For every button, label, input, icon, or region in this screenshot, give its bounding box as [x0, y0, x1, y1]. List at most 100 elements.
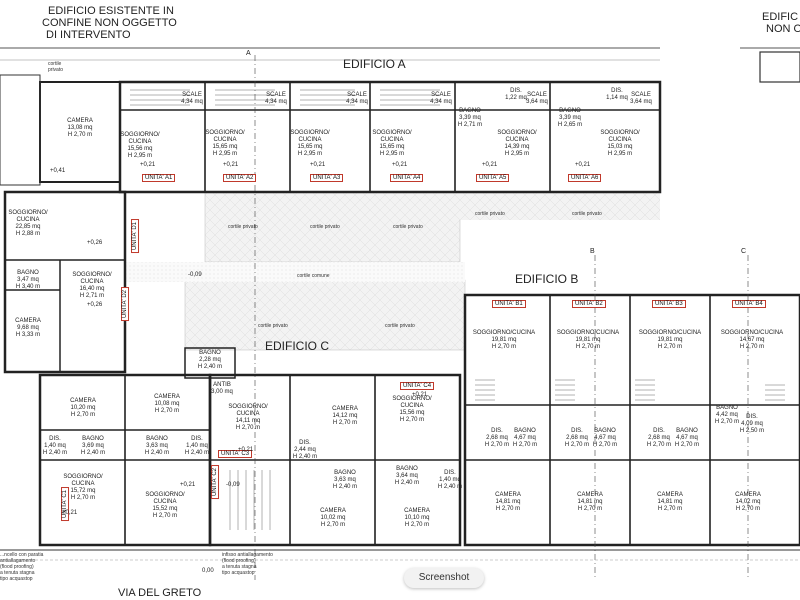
- building-c-label: EDIFICIO C: [265, 339, 330, 353]
- unit-tag-4: UNITA' A4: [390, 174, 424, 182]
- courtyard-private-6: cortile privato: [258, 323, 288, 329]
- right-building-label-1: EDIFIC: [762, 11, 799, 23]
- level-mark-1: +0,41: [50, 168, 66, 174]
- level-mark-8: +0,26: [87, 240, 103, 246]
- unit-tag-15: UNITA' D1: [131, 218, 140, 254]
- level-mark-13: +0,21: [180, 482, 196, 488]
- unit-tag-14: UNITA' C4: [400, 382, 435, 390]
- unit-tag-16: UNITA' D2: [121, 286, 130, 322]
- courtyard-common: cortile comune: [297, 273, 330, 279]
- section-mark-c: C: [741, 248, 747, 255]
- level-mark-12: +0,21: [412, 392, 428, 398]
- building-a-label: EDIFICIO A: [343, 57, 406, 71]
- unit-tag-2: UNITA' A2: [223, 174, 257, 182]
- section-mark-a: A: [246, 50, 251, 57]
- unit-tag-1: UNITA' A1: [142, 174, 176, 182]
- section-mark-b: B: [590, 248, 595, 255]
- existing-building-label-3: DI INTERVENTO: [46, 29, 131, 41]
- room-dis-a6: DIS.1,14 mq: [606, 88, 628, 101]
- unit-tag-5: UNITA' A5: [476, 174, 510, 182]
- level-mark-10: -0,09: [188, 272, 202, 278]
- unit-tag-12: UNITA' C2: [211, 464, 220, 500]
- level-mark-11: +0,21: [238, 447, 254, 453]
- level-mark-4: +0,21: [310, 162, 326, 168]
- existing-building-label-1: EDIFICIO ESISTENTE IN: [48, 5, 174, 17]
- building-b-label: EDIFICIO B: [515, 272, 579, 286]
- courtyard-private-4: cortile privato: [475, 211, 505, 217]
- unit-tag-6: UNITA' A6: [568, 174, 602, 182]
- courtyard-private-2: cortile privato: [310, 224, 340, 230]
- existing-building-label-2: CONFINE NON OGGETTO: [42, 17, 177, 29]
- level-mark-5: +0,21: [392, 162, 408, 168]
- courtyard-private-5: cortile privato: [572, 211, 602, 217]
- unit-tag-9: UNITA' B3: [652, 300, 686, 308]
- courtyard-top-2: privato: [48, 67, 64, 73]
- unit-tag-7: UNITA' B1: [492, 300, 526, 308]
- unit-tag-10: UNITA' B4: [732, 300, 766, 308]
- unit-tag-8: UNITA' B2: [572, 300, 606, 308]
- courtyard-private-7: cortile privato: [385, 323, 415, 329]
- screenshot-toast[interactable]: Screenshot: [404, 568, 484, 588]
- level-mark-2: +0,21: [140, 162, 156, 168]
- unit-tag-13: UNITA' C3: [218, 450, 253, 458]
- level-mark-3: +0,21: [223, 162, 239, 168]
- courtyard-private-1: cortile privato: [228, 224, 258, 230]
- unit-tag-3: UNITA' A3: [310, 174, 344, 182]
- level-mark-6: +0,21: [482, 162, 498, 168]
- bottom-note: infisso antiallagamento (flood proofing)…: [222, 552, 273, 576]
- courtyard-private-3: cortile privato: [393, 224, 423, 230]
- room-dis-a5: DIS.1,22 mq: [505, 88, 527, 101]
- level-mark-14: +0,21: [62, 510, 78, 516]
- level-mark-15: -0,09: [226, 482, 240, 488]
- right-building-label-2: NON O: [766, 23, 800, 35]
- level-mark-16: 0,00: [202, 568, 214, 574]
- level-mark-7: +0,21: [575, 162, 591, 168]
